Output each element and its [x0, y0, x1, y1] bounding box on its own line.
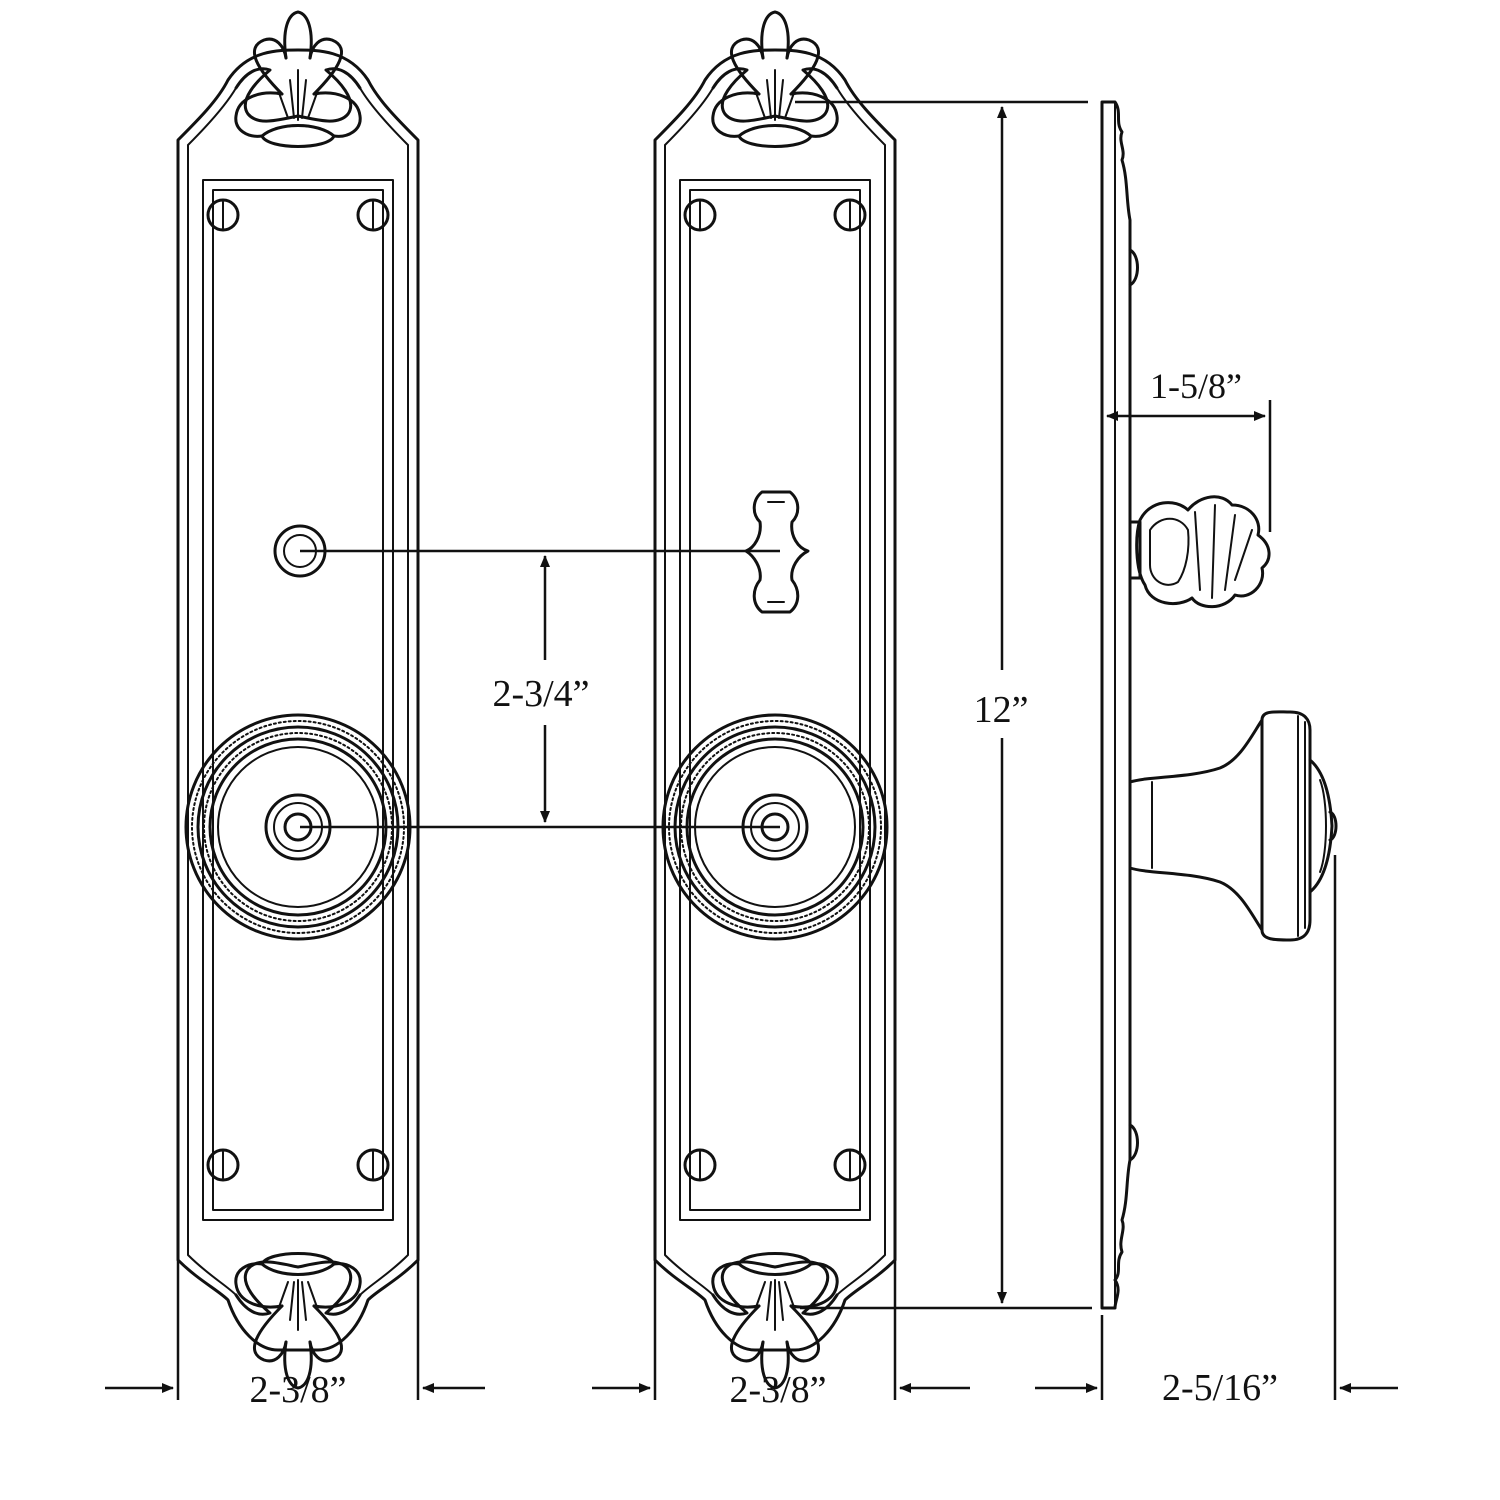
height-label: 12”	[974, 689, 1029, 731]
height-dimension	[795, 100, 1092, 1310]
right-escutcheon-plate	[655, 12, 895, 1388]
thumbturn-icon	[744, 490, 810, 614]
right-width-label: 2-3/8”	[729, 1369, 826, 1411]
right-width-dimension	[592, 1195, 970, 1400]
side-profile-thumbturn	[1128, 495, 1271, 609]
knob-projection-label: 2-5/16”	[1162, 1367, 1278, 1409]
turn-projection-label: 1-5/8”	[1150, 366, 1242, 406]
backset-dimension	[300, 549, 780, 829]
left-escutcheon-plate	[178, 12, 418, 1388]
left-width-label: 2-3/8”	[249, 1369, 346, 1411]
side-profile-plate	[1100, 100, 1139, 1310]
backset-label: 2-3/4”	[492, 673, 589, 715]
turn-projection-dimension	[1106, 400, 1272, 532]
left-width-dimension	[105, 1195, 485, 1400]
knob-projection-dimension	[1035, 855, 1398, 1400]
side-profile-knob	[1128, 710, 1338, 942]
